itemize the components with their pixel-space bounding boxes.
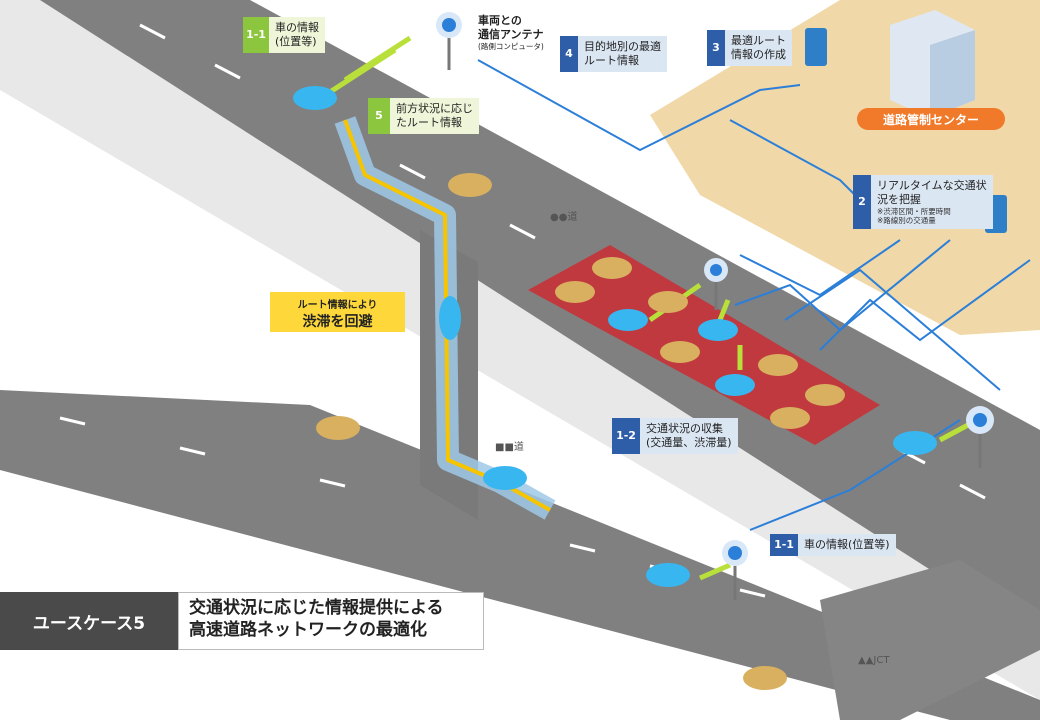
label-2-num: 2 — [853, 175, 871, 230]
label-1-1-bottom-text1: 車の情報(位置等) — [804, 538, 890, 551]
label-2: 2 リアルタイムな交通状 況を把握 ※渋滞区間・所要時間 ※路線別の交通量 — [853, 175, 993, 230]
road-name-2: ■■道 — [495, 442, 524, 453]
antenna-line1: 車両との — [478, 14, 522, 27]
main-expressway — [40, 0, 1040, 640]
label-4-num: 4 — [560, 36, 578, 72]
road-name-jct: ▲▲JCT — [858, 655, 890, 666]
label-2-note2: ※路線別の交通量 — [877, 215, 936, 225]
use-case-title-line1: 交通状況に応じた情報提供による — [189, 598, 444, 618]
antenna-label: 車両との 通信アンテナ (路側コンピュータ) — [478, 14, 544, 51]
use-case-number: ユースケース5 — [0, 592, 178, 650]
label-3: 3 最適ルート情報の作成 — [707, 30, 792, 66]
label-1-2: 1-2 交通状況の収集(交通量、渋滞量) — [612, 418, 738, 454]
label-1-1-top: 1-1 車の情報(位置等) — [243, 17, 325, 53]
label-1-2-text2: (交通量、渋滞量) — [646, 435, 732, 449]
label-2-text1: リアルタイムな交通状 — [877, 179, 987, 192]
label-4-text1: 目的地別の最適 — [584, 40, 661, 53]
label-5-text2: たルート情報 — [396, 115, 462, 129]
label-3-num: 3 — [707, 30, 725, 66]
data-arrows — [328, 35, 970, 581]
label-1-1-top-text1: 車の情報 — [275, 21, 319, 34]
label-3-text1: 最適ルート — [731, 34, 786, 47]
label-4: 4 目的地別の最適ルート情報 — [560, 36, 667, 72]
label-1-1-top-num: 1-1 — [243, 17, 269, 53]
label-3-text2: 情報の作成 — [731, 47, 786, 61]
label-5: 5 前方状況に応じたルート情報 — [368, 98, 479, 134]
antenna-line2: 通信アンテナ — [478, 27, 544, 41]
label-2-note1: ※渋滞区間・所要時間 — [877, 206, 951, 216]
sidewalk-band — [0, 0, 1040, 700]
use-case-title: ユースケース5 交通状況に応じた情報提供による 高速道路ネットワークの最適化 — [0, 592, 484, 650]
building-icon — [890, 10, 975, 118]
car-icons — [293, 86, 937, 690]
signal-lines — [477, 59, 1031, 531]
antenna-icon — [436, 12, 994, 600]
callout-line2: 渋滞を回避 — [302, 314, 373, 330]
label-1-1-bottom-num: 1-1 — [770, 534, 798, 556]
avoidance-callout: ルート情報により 渋滞を回避 — [270, 292, 405, 332]
label-1-1-top-text2: (位置等) — [275, 34, 317, 48]
callout-line1: ルート情報により — [297, 300, 378, 311]
label-1-2-text1: 交通状況の収集 — [646, 422, 723, 435]
road-name-1: ●●道 — [550, 212, 578, 223]
jct-road — [820, 560, 1040, 720]
label-1-1-bottom: 1-1 車の情報(位置等) — [770, 534, 896, 556]
lower-expressway — [0, 390, 1040, 720]
label-5-num: 5 — [368, 98, 390, 134]
label-5-text1: 前方状況に応じ — [396, 102, 473, 115]
congestion-zone — [528, 245, 880, 445]
label-4-text2: ルート情報 — [584, 53, 639, 67]
label-1-2-num: 1-2 — [612, 418, 640, 454]
label-2-text2: 況を把握 — [877, 192, 921, 206]
antenna-sub: (路側コンピュータ) — [478, 41, 544, 51]
control-center-badge: 道路管制センター — [857, 108, 1005, 130]
use-case-title-line2: 高速道路ネットワークの最適化 — [189, 620, 427, 641]
